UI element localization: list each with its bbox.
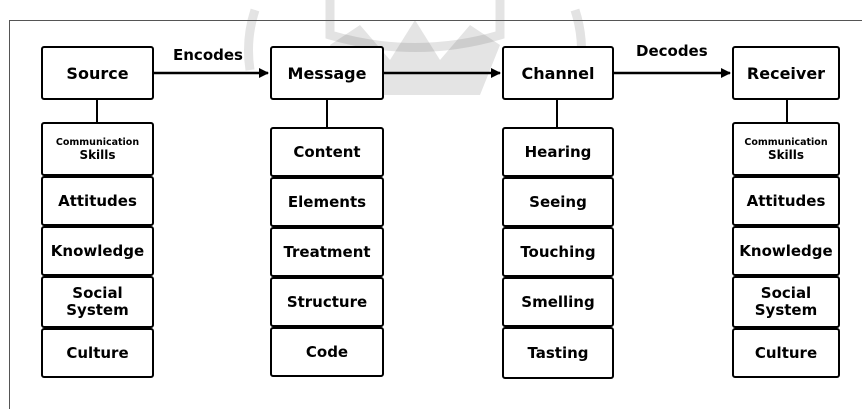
channel-box: Channel [502, 46, 614, 100]
channel-item-smelling: Smelling [502, 277, 614, 327]
message-item-elements: Elements [270, 177, 384, 227]
receiver-item-communication-skills: Communication Skills [732, 122, 840, 176]
source-box: Source [41, 46, 154, 100]
channel-item-hearing: Hearing [502, 127, 614, 177]
message-item-code: Code [270, 327, 384, 377]
decodes-label: Decodes [636, 42, 708, 60]
diagram-frame [9, 20, 862, 409]
receiver-item-social-system: Social System [732, 276, 840, 328]
channel-item-seeing: Seeing [502, 177, 614, 227]
source-item-culture: Culture [41, 328, 154, 378]
receiver-box: Receiver [732, 46, 840, 100]
source-item-attitudes: Attitudes [41, 176, 154, 226]
message-box: Message [270, 46, 384, 100]
source-item-communication-skills: Communication Skills [41, 122, 154, 176]
receiver-item-attitudes: Attitudes [732, 176, 840, 226]
message-item-treatment: Treatment [270, 227, 384, 277]
message-item-content: Content [270, 127, 384, 177]
encodes-label: Encodes [173, 46, 243, 64]
message-item-structure: Structure [270, 277, 384, 327]
source-item-social-system: Social System [41, 276, 154, 328]
receiver-item-knowledge: Knowledge [732, 226, 840, 276]
receiver-item-culture: Culture [732, 328, 840, 378]
channel-item-touching: Touching [502, 227, 614, 277]
channel-item-tasting: Tasting [502, 327, 614, 379]
source-item-knowledge: Knowledge [41, 226, 154, 276]
